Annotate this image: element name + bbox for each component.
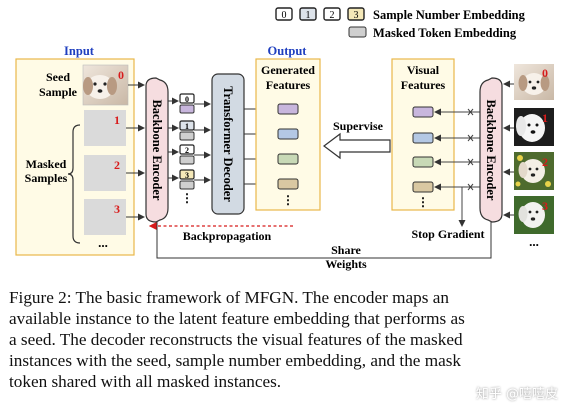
legend-masked-token-label: Masked Token Embedding <box>373 26 517 40</box>
right-number-0: 0 <box>542 66 548 80</box>
seed-label-line1: Seed <box>46 70 70 84</box>
backbone-encoder-left <box>145 77 169 223</box>
figure-caption: Figure 2: The basic framework of MFGN. T… <box>9 287 565 392</box>
visual-features-line1: Visual <box>407 63 440 77</box>
right-images-ellipsis: ... <box>529 234 539 249</box>
token-number-3: 3 <box>185 171 189 180</box>
share-weights-connector <box>156 222 492 259</box>
token-stack-3: 3 <box>179 169 195 190</box>
masked-sample-2 <box>84 155 126 191</box>
legend-num-3: 3 <box>354 10 359 21</box>
legend-num-0: 0 <box>282 10 287 21</box>
generated-feature-3 <box>277 178 299 190</box>
visual-ellipsis: ⋮ <box>417 195 429 209</box>
legend: 0 1 2 3 Sample Number Embedding Masked T… <box>275 7 526 40</box>
generated-feature-0 <box>277 103 299 115</box>
token-number-0: 0 <box>185 95 189 104</box>
caption-line-1: Figure 2: The basic framework of MFGN. T… <box>9 288 449 307</box>
caption-line-3: a seed. The decoder reconstructs the vis… <box>9 330 463 349</box>
masked-label-line1: Masked <box>26 157 67 171</box>
caption-line-2: available instance to the latent feature… <box>9 309 465 328</box>
token-number-1: 1 <box>185 122 189 131</box>
generated-ellipsis: ⋮ <box>282 193 294 207</box>
transformer-decoder <box>211 73 245 215</box>
masked-number-2: 2 <box>114 158 120 172</box>
visual-feature-2 <box>412 156 434 168</box>
generated-feature-1 <box>277 128 299 140</box>
backbone-encoder-right-label: Backbone Encoder <box>484 99 498 201</box>
seed-number: 0 <box>118 68 124 82</box>
generated-features-line1: Generated <box>261 63 315 77</box>
right-number-1: 1 <box>542 111 548 125</box>
masked-brace <box>67 124 81 244</box>
masked-number-1: 1 <box>114 113 120 127</box>
watermark: 知乎 @嘻嘻皮 <box>475 387 558 402</box>
seed-sample-image <box>82 64 129 106</box>
masked-sample-1 <box>84 110 126 146</box>
token-stack-2: 2 <box>179 144 195 165</box>
legend-sample-number-label: Sample Number Embedding <box>373 8 526 22</box>
token-number-2: 2 <box>185 146 189 155</box>
generated-features-line2: Features <box>266 78 311 92</box>
seed-label-line2: Sample <box>39 85 78 99</box>
generated-feature-2 <box>277 153 299 165</box>
share-weights-line2: Weights <box>325 257 367 271</box>
masked-label-line2: Samples <box>25 171 68 185</box>
right-image-2 <box>514 152 554 190</box>
right-image-0 <box>514 64 554 100</box>
token-stack-0: 0 <box>179 93 195 114</box>
supervise-arrow <box>323 132 391 160</box>
right-image-1 <box>514 108 554 146</box>
masked-sample-3 <box>84 199 126 235</box>
caption-line-5: token shared with all masked instances. <box>9 372 282 391</box>
legend-masked-token-swatch <box>348 26 367 38</box>
input-title: Input <box>64 44 95 58</box>
share-weights-line1: Share <box>331 243 361 257</box>
backpropagation-label: Backpropagation <box>183 229 272 243</box>
backbone-encoder-left-label: Backbone Encoder <box>150 99 164 201</box>
visual-features-line2: Features <box>401 78 446 92</box>
backbone-encoder-right <box>479 77 503 223</box>
token-ellipsis: ⋮ <box>181 191 193 205</box>
stop-gradient-label: Stop Gradient <box>411 227 484 241</box>
token-stack-1: 1 <box>179 120 195 141</box>
right-number-2: 2 <box>542 155 548 169</box>
supervise-label: Supervise <box>333 119 384 133</box>
input-ellipsis: ... <box>98 235 108 250</box>
caption-line-4: instances with the seed, sample number e… <box>9 351 462 370</box>
visual-feature-0 <box>412 106 434 118</box>
stop-gradient-arrows <box>434 108 480 191</box>
masked-number-3: 3 <box>114 202 120 216</box>
visual-feature-1 <box>412 132 434 144</box>
legend-number-icons: 0 1 2 3 <box>275 7 365 21</box>
transformer-decoder-label: Transformer Decoder <box>221 86 235 202</box>
legend-num-1: 1 <box>306 10 311 21</box>
visual-feature-3 <box>412 181 434 193</box>
right-number-3: 3 <box>542 199 548 213</box>
framework-diagram: 0 1 2 3 Sample Number Embedding Masked T… <box>15 7 554 271</box>
right-image-3 <box>514 196 554 234</box>
output-title: Output <box>268 44 308 58</box>
legend-num-2: 2 <box>330 10 335 21</box>
